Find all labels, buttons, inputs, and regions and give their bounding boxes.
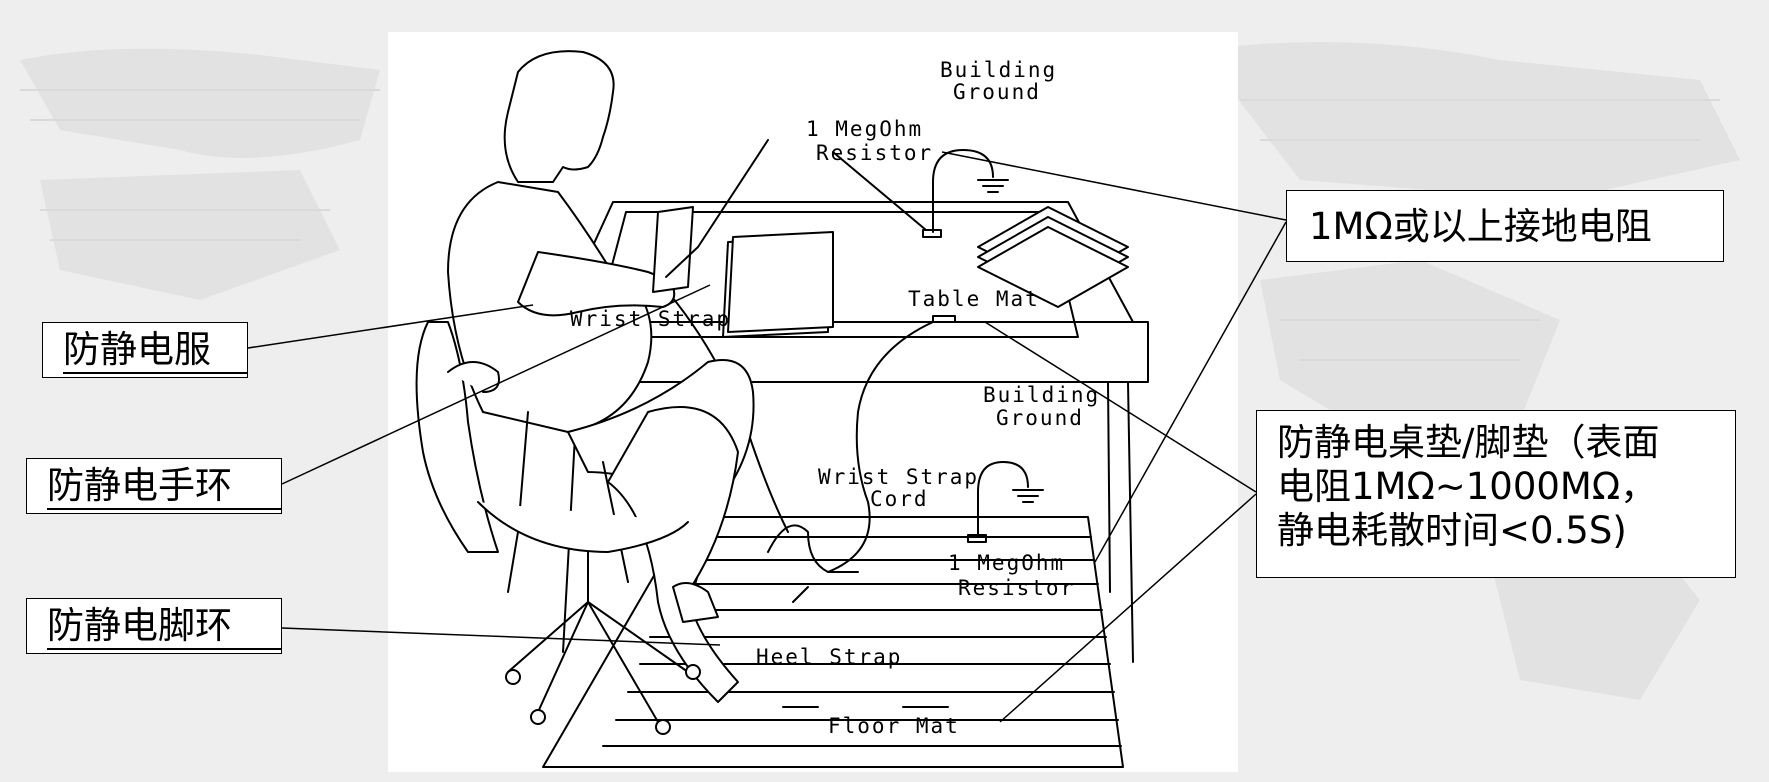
building-ground-bottom-label-line1: Building (983, 383, 1100, 407)
callout-ground-resistor-text: 1MΩ或以上接地电阻 (1309, 205, 1652, 248)
resistor-bottom-label-line1: 1 MegOhm (948, 551, 1065, 575)
callout-antistatic-mat: 防静电桌垫/脚垫（表面 电阻1MΩ~1000MΩ， 静电耗散时间<0.5S) (1256, 410, 1736, 578)
resistor-bottom-label-line2: Resistor (958, 576, 1075, 600)
callout-antistatic-mat-line1: 防静电桌垫/脚垫（表面 (1277, 421, 1660, 464)
wrist-strap-cord-drawing (767, 321, 934, 573)
building-ground-top-label-line1: Building (940, 58, 1057, 82)
callout-antistatic-heel-strap-text: 防静电脚环 (47, 604, 281, 650)
wrist-strap-cord-label-line2: Cord (870, 487, 929, 511)
table-mat-label: Table Mat (908, 287, 1040, 311)
wrist-strap-label: Wrist Strap (570, 307, 731, 331)
callout-ground-resistor: 1MΩ或以上接地电阻 (1286, 190, 1724, 262)
callout-antistatic-wrist-strap-text: 防静电手环 (47, 464, 281, 510)
wrist-strap-cord-label-line1: Wrist Strap (818, 465, 979, 489)
callout-antistatic-wrist-strap: 防静电手环 (26, 458, 282, 514)
esd-workstation-illustration: Building Ground 1 MegOhm Resistor Table … (415, 50, 1149, 768)
callout-antistatic-suit: 防静电服 (42, 322, 248, 378)
callout-antistatic-heel-strap: 防静电脚环 (26, 598, 282, 654)
label-leader-lines (665, 139, 957, 708)
building-ground-top-label-line2: Ground (953, 80, 1041, 104)
documents-drawing (722, 206, 1129, 338)
resistor-top-label-line2: Resistor (816, 141, 933, 165)
resistor-top-label-line1: 1 MegOhm (806, 117, 923, 141)
building-ground-bottom-label-line2: Ground (996, 406, 1084, 430)
callout-antistatic-mat-line3: 静电耗散时间<0.5S) (1277, 509, 1627, 552)
heel-strap-label: Heel Strap (756, 645, 902, 669)
callout-antistatic-suit-text: 防静电服 (63, 328, 247, 374)
illustration-panel: Building Ground 1 MegOhm Resistor Table … (388, 32, 1238, 772)
floor-mat-label: Floor Mat (828, 714, 960, 738)
callout-antistatic-mat-line2: 电阻1MΩ~1000MΩ， (1277, 465, 1658, 508)
